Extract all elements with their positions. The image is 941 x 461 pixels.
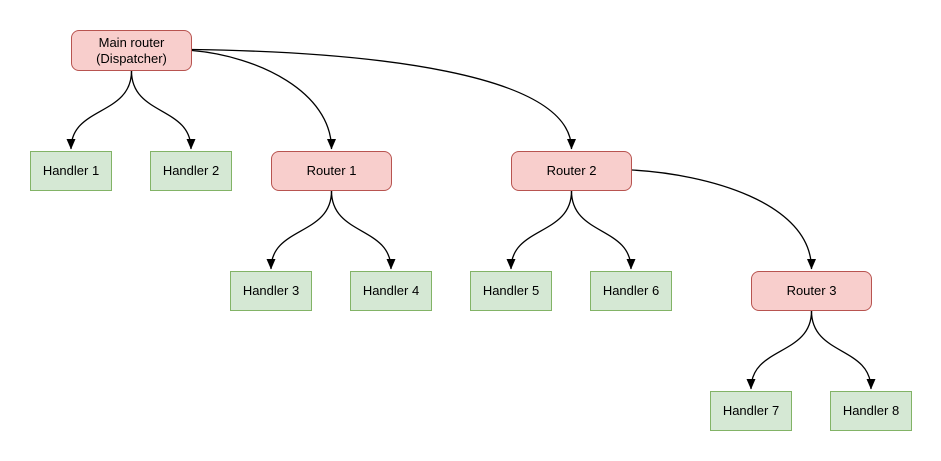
- handler-6-label: Handler 6: [602, 283, 660, 298]
- handler-1-label: Handler 1: [42, 163, 100, 178]
- node-handler-7: Handler 7: [710, 391, 792, 431]
- edge-main-to-handler-2: [130, 70, 196, 150]
- node-handler-6: Handler 6: [590, 271, 672, 311]
- edge-main-to-router-2: [191, 48, 576, 150]
- edge-router-2-to-handler-5: [506, 190, 573, 270]
- handler-3-label: Handler 3: [242, 283, 300, 298]
- edge-router-1-to-handler-4: [330, 190, 396, 270]
- node-handler-8: Handler 8: [830, 391, 912, 431]
- edge-router-3-to-handler-7: [746, 310, 813, 390]
- node-router-3: Router 3: [751, 271, 872, 311]
- edge-router-2-to-router-3: [631, 169, 816, 270]
- router-2-label: Router 2: [546, 163, 597, 178]
- edge-router-3-to-handler-8: [810, 310, 876, 390]
- edge-router-2-to-handler-6: [570, 190, 636, 270]
- handler-2-label: Handler 2: [162, 163, 220, 178]
- node-handler-1: Handler 1: [30, 151, 112, 191]
- node-main-router-dispatcher: Main router (Dispatcher): [71, 30, 192, 71]
- node-handler-3: Handler 3: [230, 271, 312, 311]
- node-handler-5: Handler 5: [470, 271, 552, 311]
- handler-5-label: Handler 5: [482, 283, 540, 298]
- node-handler-2: Handler 2: [150, 151, 232, 191]
- router-3-label: Router 3: [786, 283, 837, 298]
- node-router-2: Router 2: [511, 151, 632, 191]
- edge-main-to-router-1: [191, 49, 336, 150]
- main-router-label-line1: Main router: [98, 34, 165, 50]
- handler-8-label: Handler 8: [842, 403, 900, 418]
- edge-main-to-handler-1: [66, 70, 133, 150]
- node-router-1: Router 1: [271, 151, 392, 191]
- edge-router-1-to-handler-3: [266, 190, 333, 270]
- handler-7-label: Handler 7: [722, 403, 780, 418]
- node-handler-4: Handler 4: [350, 271, 432, 311]
- handler-4-label: Handler 4: [362, 283, 420, 298]
- router-1-label: Router 1: [306, 163, 357, 178]
- main-router-label-line2: (Dispatcher): [96, 50, 167, 66]
